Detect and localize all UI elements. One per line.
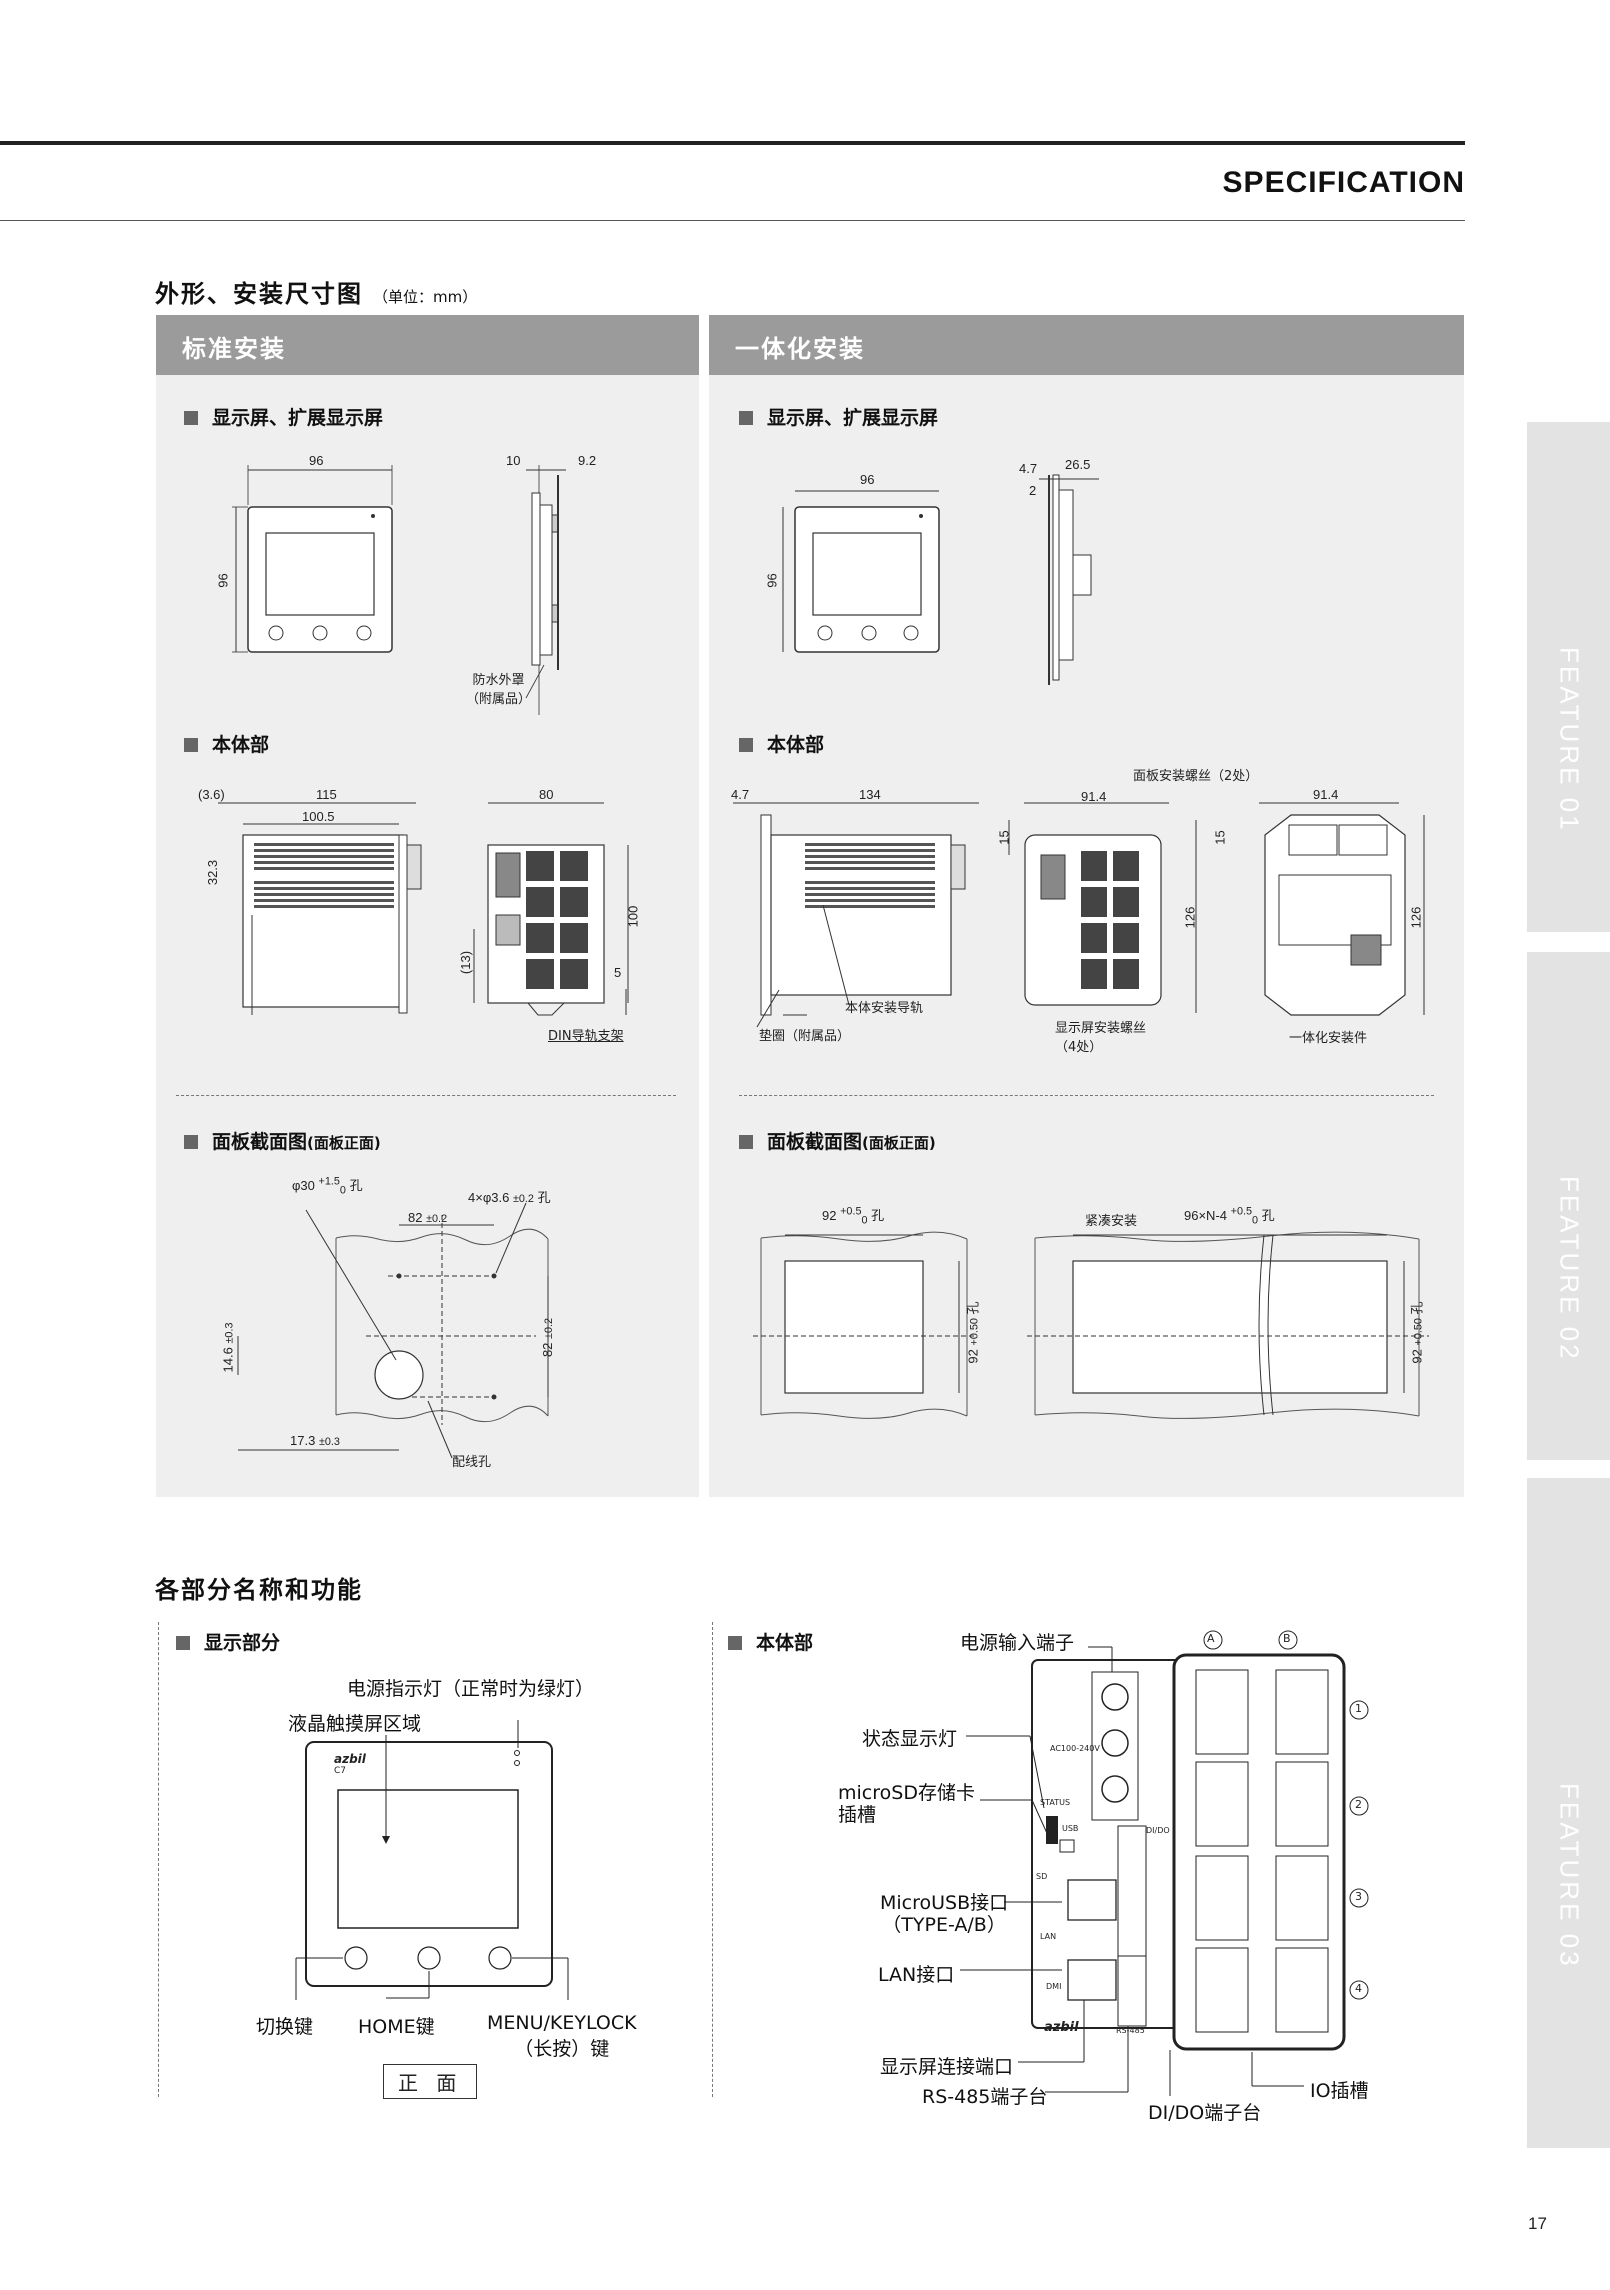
body-label-dido: DI/DO xyxy=(1146,1826,1170,1835)
panel-standard-install: 标准安装 显示屏、扩展显示屏 96 96 10 9.2 防水外罩（附属品） 本体… xyxy=(156,315,699,1497)
slot-label-1: 1 xyxy=(1355,1702,1362,1715)
dim-4-7-body: 4.7 xyxy=(731,787,750,802)
dim-2: 2 xyxy=(1029,483,1037,498)
label-lcd: 液晶触摸屏区域 xyxy=(288,1713,422,1735)
subheading-display: 显示屏、扩展显示屏 xyxy=(184,403,383,430)
body-brand: azbil xyxy=(1044,2020,1079,2035)
tab-feature-01[interactable]: FEATURE 01 xyxy=(1527,422,1610,932)
body-label-usb: USB xyxy=(1062,1824,1079,1833)
page-title: SPECIFICATION xyxy=(1222,166,1465,199)
dim-17-3: 17.3 ±0.3 xyxy=(290,1433,340,1448)
dim-134: 134 xyxy=(859,787,881,802)
subheading-cutout: 面板截面图(面板正面) xyxy=(184,1127,381,1154)
caption-panel-screws: 面板安装螺丝（2处） xyxy=(1133,769,1259,784)
body-label-rs485: RS-485 xyxy=(1116,2026,1145,2035)
caption-cover: 防水外罩（附属品） xyxy=(466,673,532,707)
col-label-a: A xyxy=(1207,1632,1215,1645)
body-drawings-right xyxy=(733,802,1425,1028)
body-label-dmi: DMI xyxy=(1046,1982,1062,1991)
label-switch-key: 切换键 xyxy=(256,2016,314,2038)
dim-5: 5 xyxy=(614,965,622,980)
divider-right xyxy=(739,1095,1434,1096)
dim-hole-30: φ30 +1.50 孔 xyxy=(292,1175,363,1197)
label-power-input: 电源输入端子 xyxy=(960,1632,1075,1654)
body-label-sd: SD xyxy=(1036,1872,1048,1881)
dim-82-h: 82 ±0.2 xyxy=(408,1210,448,1225)
tab-feature-02[interactable]: FEATURE 02 xyxy=(1527,952,1610,1460)
header-divider xyxy=(0,220,1465,221)
dim-26-5: 26.5 xyxy=(1065,457,1091,472)
controller-front-drawing xyxy=(295,1720,569,2000)
subheading-display-part: 显示部分 xyxy=(176,1628,280,1655)
slot-label-4: 4 xyxy=(1355,1982,1362,1995)
divider-middle xyxy=(712,1622,713,2097)
label-menu-key: MENU/KEYLOCK（长按）键 xyxy=(487,2012,637,2060)
dim-width-96-r: 96 xyxy=(860,472,875,487)
subheading-body-right: 本体部 xyxy=(739,730,824,757)
caption-kit: 一体化安装件 xyxy=(1289,1031,1368,1046)
body-label-lan: LAN xyxy=(1040,1932,1057,1941)
label-status-led: 状态显示灯 xyxy=(862,1728,958,1750)
label-rs485: RS-485端子台 xyxy=(922,2086,1048,2108)
slot-label-3: 3 xyxy=(1355,1890,1362,1903)
subheading-cutout-right: 面板截面图(面板正面) xyxy=(739,1127,936,1154)
body-label-status: STATUS xyxy=(1040,1798,1071,1807)
slot-label-2: 2 xyxy=(1355,1798,1362,1811)
section-title-parts: 各部分名称和功能 xyxy=(155,1576,363,1604)
controller-body-drawing xyxy=(960,1630,1369,2096)
divider-left xyxy=(158,1622,159,2097)
controller-model: C7 xyxy=(334,1766,347,1776)
dim-4-7-disp: 4.7 xyxy=(1019,461,1038,476)
caption-display-screws: 显示屏安装螺丝（4处） xyxy=(1055,1021,1147,1055)
dim-hole-4: 4×φ3.6 ±0.2 孔 xyxy=(468,1190,551,1205)
dim-9-2: 9.2 xyxy=(578,453,597,468)
page-number: 17 xyxy=(1528,2214,1547,2233)
panel-header-integrated: 一体化安装 xyxy=(709,315,1464,375)
front-label: 正 面 xyxy=(383,2064,478,2099)
label-lan: LAN接口 xyxy=(878,1964,955,1986)
label-dido: DI/DO端子台 xyxy=(1148,2102,1262,2124)
dim-91-4: 91.4 xyxy=(1081,789,1107,804)
panel-header-standard: 标准安装 xyxy=(156,315,699,375)
label-power-led: 电源指示灯（正常时为绿灯） xyxy=(347,1678,595,1700)
label-display-port: 显示屏连接端口 xyxy=(880,2056,1014,2078)
label-home-key: HOME键 xyxy=(358,2016,435,2038)
display-drawings-right xyxy=(782,474,1099,685)
controller-brand: azbil xyxy=(334,1752,366,1766)
label-sd-slot: microSD存储卡插槽 xyxy=(838,1782,975,1826)
dim-100-5: 100.5 xyxy=(302,809,335,824)
display-drawings-left xyxy=(232,465,566,715)
caption-din: DIN导轨支架 xyxy=(548,1029,624,1044)
cutout-drawings-right xyxy=(753,1231,1429,1419)
section-title-dimensions: 外形、安装尺寸图（单位：mm） xyxy=(155,280,478,308)
caption-rail: 本体安装导轨 xyxy=(845,1001,924,1016)
divider xyxy=(176,1095,676,1096)
cutout-drawing-left xyxy=(237,1202,549,1459)
label-io-slot: IO插槽 xyxy=(1310,2080,1369,2102)
label-usb: MicroUSB接口（TYPE-A/B） xyxy=(880,1892,1009,1936)
header-rule xyxy=(0,141,1465,145)
dim-width-96: 96 xyxy=(309,453,324,468)
subheading-display-right: 显示屏、扩展显示屏 xyxy=(739,403,938,430)
col-label-b: B xyxy=(1283,1632,1291,1645)
dim-10: 10 xyxy=(506,453,521,468)
dim-3-6: (3.6) xyxy=(198,787,225,802)
dim-115: 115 xyxy=(316,787,337,802)
subheading-body: 本体部 xyxy=(184,730,269,757)
subheading-body-part: 本体部 xyxy=(728,1628,813,1655)
caption-tight: 紧凑安装 xyxy=(1085,1213,1138,1228)
dim-96n: 96×N-4 +0.50 孔 xyxy=(1184,1205,1275,1227)
dim-cut-92: 92 +0.50 孔 xyxy=(822,1205,885,1227)
caption-gasket: 垫圈（附属品） xyxy=(759,1029,851,1044)
panel-integrated-install: 一体化安装 显示屏、扩展显示屏 96 96 4.7 26.5 2 本体部 xyxy=(709,315,1464,1497)
dim-80: 80 xyxy=(539,787,554,802)
dim-91-4-b: 91.4 xyxy=(1313,787,1339,802)
body-label-ac: AC100-240V xyxy=(1050,1744,1100,1753)
dim-cut-92-v2: 92 +0.50 孔 xyxy=(1409,1301,1425,1364)
body-drawings-left xyxy=(218,802,629,1016)
tab-feature-03[interactable]: FEATURE 03 xyxy=(1527,1478,1610,2148)
caption-wire-hole: 配线孔 xyxy=(452,1455,492,1470)
